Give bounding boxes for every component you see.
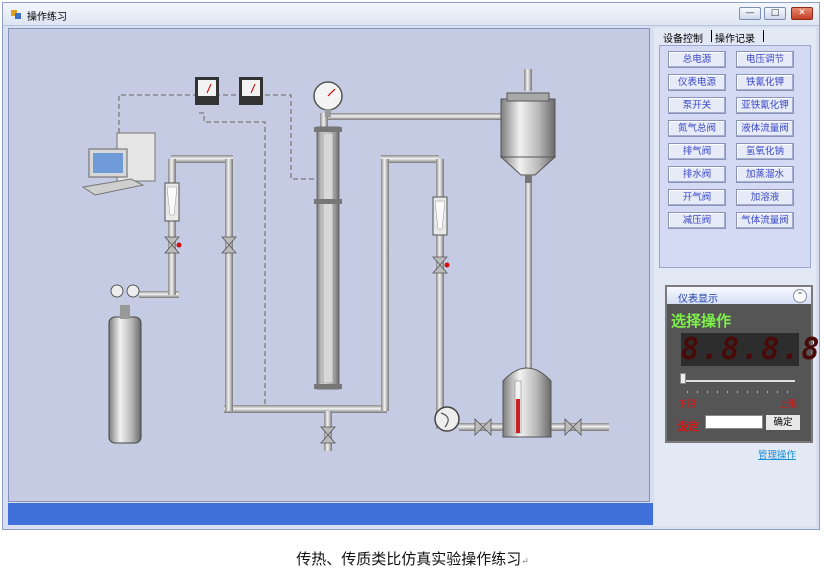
sodium-hydroxide-button[interactable]: 氢氧化钠 — [736, 143, 794, 160]
gas-cylinder — [108, 284, 142, 444]
ammeter-icon — [239, 77, 263, 105]
meter-display-title: 仪表显示 — [678, 294, 718, 305]
maximize-button[interactable]: □ — [764, 7, 786, 20]
setpoint-slider-thumb[interactable] — [680, 373, 686, 384]
figure-caption: 传热、传质类比仿真实验操作练习↵ — [0, 548, 825, 569]
drain-valve-button[interactable]: 排水阀 — [668, 166, 726, 183]
nitrogen-main-valve-button[interactable]: 氮气总阀 — [668, 120, 726, 137]
gas-flow-valve-button[interactable]: 气体流量阀 — [736, 212, 794, 229]
setpoint-slider-track[interactable] — [683, 380, 795, 382]
lower-tank — [502, 367, 552, 438]
minimize-button[interactable]: — — [739, 7, 761, 20]
voltmeter-icon — [195, 77, 219, 105]
setting-input[interactable] — [705, 415, 763, 429]
meter-display-header[interactable]: 仪表显示 ⌃ — [667, 287, 811, 305]
meter-power-button[interactable]: 仪表电源 — [668, 74, 726, 91]
process-diagram — [81, 69, 609, 451]
computer-icon — [81, 132, 156, 196]
tab-device-control[interactable]: 设备控制 — [663, 34, 703, 45]
valve-indicator — [444, 262, 450, 268]
caption-text: 传热、传质类比仿真实验操作练习 — [296, 550, 522, 568]
pump-icon — [434, 406, 460, 432]
ferrocyanide-button[interactable]: 亚铁氰化钾 — [736, 97, 794, 114]
digital-readout: 8.8.8.8. — [681, 332, 825, 367]
tab-separator — [763, 30, 764, 42]
valve-icon — [164, 236, 582, 444]
exchanger-column — [314, 126, 342, 390]
window-title: 操作练习 — [27, 12, 67, 23]
pipes — [139, 69, 609, 451]
upper-limit-label: 上限 — [779, 400, 798, 410]
confirm-button[interactable]: 确定 — [765, 414, 801, 431]
paragraph-mark: ↵ — [521, 557, 529, 567]
pressure-reducing-valve-button[interactable]: 减压阀 — [668, 212, 726, 229]
titlebar[interactable]: 操作练习 — □ ✕ — [3, 3, 819, 26]
status-bar — [8, 503, 653, 525]
add-solution-button[interactable]: 加溶液 — [736, 189, 794, 206]
voltage-adjust-button[interactable]: 电压调节 — [736, 51, 794, 68]
lower-limit-label: 下限 — [678, 400, 697, 410]
admin-operation-link[interactable]: 管理操作 — [758, 450, 797, 461]
device-control-panel: 总电源 电压调节 仪表电源 铁氰化钾 泵开关 亚铁氰化钾 氮气总阀 液体流量阀 … — [659, 45, 811, 268]
setting-label: 设定 — [677, 420, 699, 433]
simulation-canvas — [8, 28, 650, 502]
collapse-icon[interactable]: ⌃ — [793, 289, 807, 303]
meter-display-panel: 仪表显示 ⌃ 选择操作 8.8.8.8. 下限 上限 设定 确定 — [665, 285, 825, 443]
tab-separator — [711, 30, 712, 42]
valve-indicator — [176, 242, 182, 248]
close-button[interactable]: ✕ — [791, 7, 813, 20]
upper-tank — [499, 92, 557, 183]
pressure-gauge-icon — [313, 81, 343, 117]
select-operation-label: 选择操作 — [671, 312, 732, 330]
rotameter-icon — [432, 196, 448, 236]
slider-ticks — [687, 391, 788, 393]
vent-valve-button[interactable]: 排气阀 — [668, 143, 726, 160]
liquid-flow-valve-button[interactable]: 液体流量阀 — [736, 120, 794, 137]
tab-operation-log[interactable]: 操作记录 — [715, 34, 755, 45]
rotameter-icon — [164, 182, 180, 222]
add-distilled-water-button[interactable]: 加蒸溜水 — [736, 166, 794, 183]
app-icon — [11, 10, 21, 19]
ferricyanide-button[interactable]: 铁氰化钾 — [736, 74, 794, 91]
pump-switch-button[interactable]: 泵开关 — [668, 97, 726, 114]
main-power-button[interactable]: 总电源 — [668, 51, 726, 68]
control-panel: 设备控制 操作记录 总电源 电压调节 仪表电源 铁氰化钾 泵开关 亚铁氰化钾 氮… — [654, 28, 816, 526]
open-gas-valve-button[interactable]: 开气阀 — [668, 189, 726, 206]
